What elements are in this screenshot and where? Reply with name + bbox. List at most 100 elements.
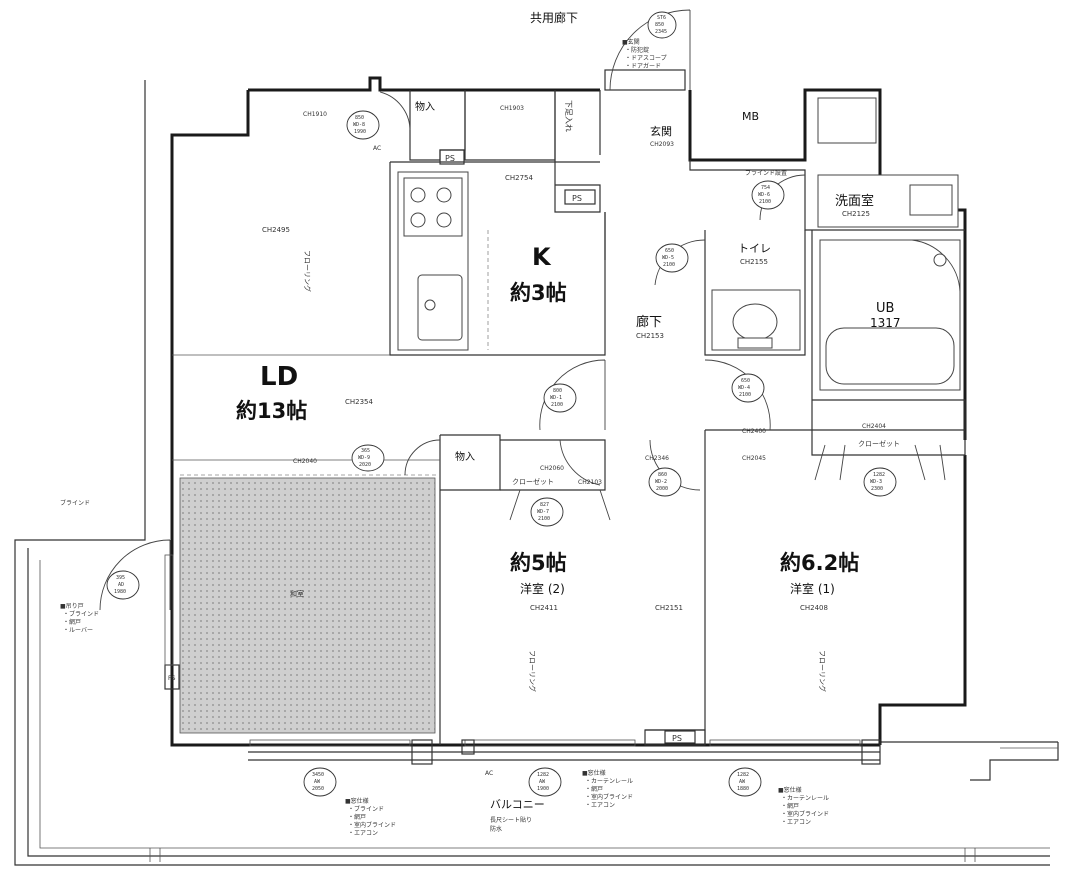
svg-text:1282: 1282 (737, 772, 749, 778)
svg-text:・エアコン: ・エアコン (585, 802, 615, 809)
washroom-name: 洗面室 (835, 193, 874, 209)
toilet-name: トイレ (738, 242, 771, 255)
door-spec-ld-top: 850 WD-8 1990 (346, 110, 380, 140)
corridor-label: 共用廊下 (530, 10, 578, 25)
interior-partitions (172, 90, 966, 746)
entrance-name: 玄関 (650, 124, 672, 138)
svg-text:■窓仕様: ■窓仕様 (345, 797, 369, 805)
window-note-mid: ■窓仕様 ・カーテンレール ・網戸 ・室内ブラインド ・エアコン (582, 769, 633, 809)
svg-text:WD-7: WD-7 (537, 509, 549, 515)
window-note-left: ■窓仕様 ・ブラインド ・網戸 ・室内ブラインド ・エアコン (345, 797, 396, 837)
unitbath-name: UB (876, 301, 894, 316)
western1-ch: CH2408 (800, 604, 828, 612)
svg-text:800: 800 (553, 388, 562, 394)
svg-text:■吊り戸: ■吊り戸 (60, 603, 84, 610)
svg-text:1990: 1990 (354, 129, 366, 135)
svg-text:・網戸: ・網戸 (585, 785, 603, 793)
svg-text:AW: AW (314, 779, 321, 785)
svg-text:1282: 1282 (537, 772, 549, 778)
western2-floor: フローリング (528, 650, 537, 692)
svg-text:WD-5: WD-5 (662, 255, 674, 261)
door-spec-wash: 754 WD-6 2100 (751, 180, 785, 210)
ld-size: 約13帖 (236, 399, 307, 423)
balcony-name: バルコニー (490, 798, 545, 811)
storage-label-2: 物入 (455, 450, 475, 463)
svg-text:2100: 2100 (739, 392, 751, 398)
svg-text:827: 827 (540, 502, 549, 508)
balcony-note: 長尺シート貼り 防水 (490, 816, 532, 833)
svg-text:防水: 防水 (490, 825, 502, 833)
door-spec-bottom-ld: 3450 AW 2050 (303, 767, 337, 797)
svg-text:・カーテンレール: ・カーテンレール (781, 795, 829, 802)
svg-text:WD-2: WD-2 (655, 479, 667, 485)
toilet-ch: CH2155 (740, 258, 768, 266)
ch-2400: CH2400 (742, 428, 766, 435)
door-spec-ld-hall: 800 WD-1 2100 (543, 383, 577, 413)
svg-text:AD: AD (118, 582, 124, 588)
svg-text:2300: 2300 (871, 486, 883, 492)
svg-text:・室内ブラインド: ・室内ブラインド (781, 810, 829, 818)
ps-label-3: PS (168, 675, 176, 682)
svg-text:・エアコン: ・エアコン (348, 830, 378, 837)
svg-text:長尺シート貼り: 長尺シート貼り (490, 816, 532, 824)
svg-text:2020: 2020 (359, 462, 371, 468)
svg-text:2050: 2050 (312, 786, 324, 792)
svg-text:・ドアガード: ・ドアガード (625, 62, 661, 70)
closet-label-2: クローゼット (858, 439, 900, 448)
washitsu-area (179, 477, 436, 734)
svg-text:2100: 2100 (663, 262, 675, 268)
ch-2040: CH2040 (293, 458, 317, 465)
ld-ch2: CH2495 (262, 226, 290, 234)
ch-2404: CH2404 (862, 423, 886, 430)
svg-text:■窓仕様: ■窓仕様 (582, 769, 606, 777)
ch-2060: CH2060 (540, 465, 564, 472)
svg-text:■玄関: ■玄関 (622, 38, 640, 46)
svg-text:2100: 2100 (538, 516, 550, 522)
door-spec-ld-side: 365 WD-9 2020 (351, 444, 385, 472)
svg-text:AW: AW (739, 779, 746, 785)
svg-text:2345: 2345 (655, 29, 667, 35)
western1-floor: フローリング (818, 650, 827, 692)
kitchen-counter (397, 171, 489, 351)
door-spec-hall-low: 860 WD-2 2000 (648, 467, 682, 497)
western1-name: 洋室 (1) (790, 581, 835, 596)
svg-text:・ルーバー: ・ルーバー (63, 627, 93, 634)
svg-text:・網戸: ・網戸 (781, 802, 799, 810)
door-spec-toilet: 650 WD-5 2100 (655, 243, 689, 273)
western2-name: 洋室 (2) (520, 581, 565, 596)
svg-text:WD-4: WD-4 (738, 385, 750, 391)
window-note-right: ■窓仕様 ・カーテンレール ・網戸 ・室内ブラインド ・エアコン (778, 786, 829, 826)
svg-text:650: 650 (665, 248, 674, 254)
svg-text:・防犯錠: ・防犯錠 (625, 46, 649, 54)
kitchen-size: 約3帖 (510, 281, 567, 305)
kitchen-ch: CH2754 (505, 174, 534, 182)
ps-label-2: PS (572, 194, 582, 203)
svg-text:・室内ブラインド: ・室内ブラインド (585, 793, 633, 801)
unitbath-size: 1317 (870, 316, 901, 330)
hallway-ch2: CH2151 (655, 604, 683, 612)
svg-text:1900: 1900 (537, 786, 549, 792)
svg-text:WD-9: WD-9 (358, 455, 370, 461)
svg-text:2100: 2100 (551, 402, 563, 408)
svg-text:1980: 1980 (114, 589, 126, 595)
svg-text:754: 754 (761, 185, 770, 191)
door-spec-bottom-w1: 1282 AW 1880 (728, 767, 762, 797)
storage-label-1: 物入 (415, 100, 435, 113)
door-spec-hall-right: 650 WD-4 2100 (731, 373, 765, 403)
svg-text:2100: 2100 (759, 199, 771, 205)
svg-text:3450: 3450 (312, 772, 324, 778)
western1-size: 約6.2帖 (780, 551, 859, 575)
western2-ch: CH2411 (530, 604, 558, 612)
svg-text:2000: 2000 (656, 486, 668, 492)
mb-label: MB (742, 110, 759, 123)
svg-text:・ドアスコープ: ・ドアスコープ (625, 55, 667, 62)
ld-floor: フローリング (303, 250, 312, 292)
svg-text:■窓仕様: ■窓仕様 (778, 786, 802, 794)
entrance-ch: CH2093 (650, 141, 674, 148)
door-spec-ld-window: 395 AD 1980 (106, 570, 140, 600)
door-spec-bottom-w2: 1282 AW 1900 (528, 767, 562, 797)
svg-text:・網戸: ・網戸 (63, 618, 81, 626)
svg-text:1282: 1282 (873, 472, 885, 478)
ch-2103: CH2103 (578, 479, 602, 486)
